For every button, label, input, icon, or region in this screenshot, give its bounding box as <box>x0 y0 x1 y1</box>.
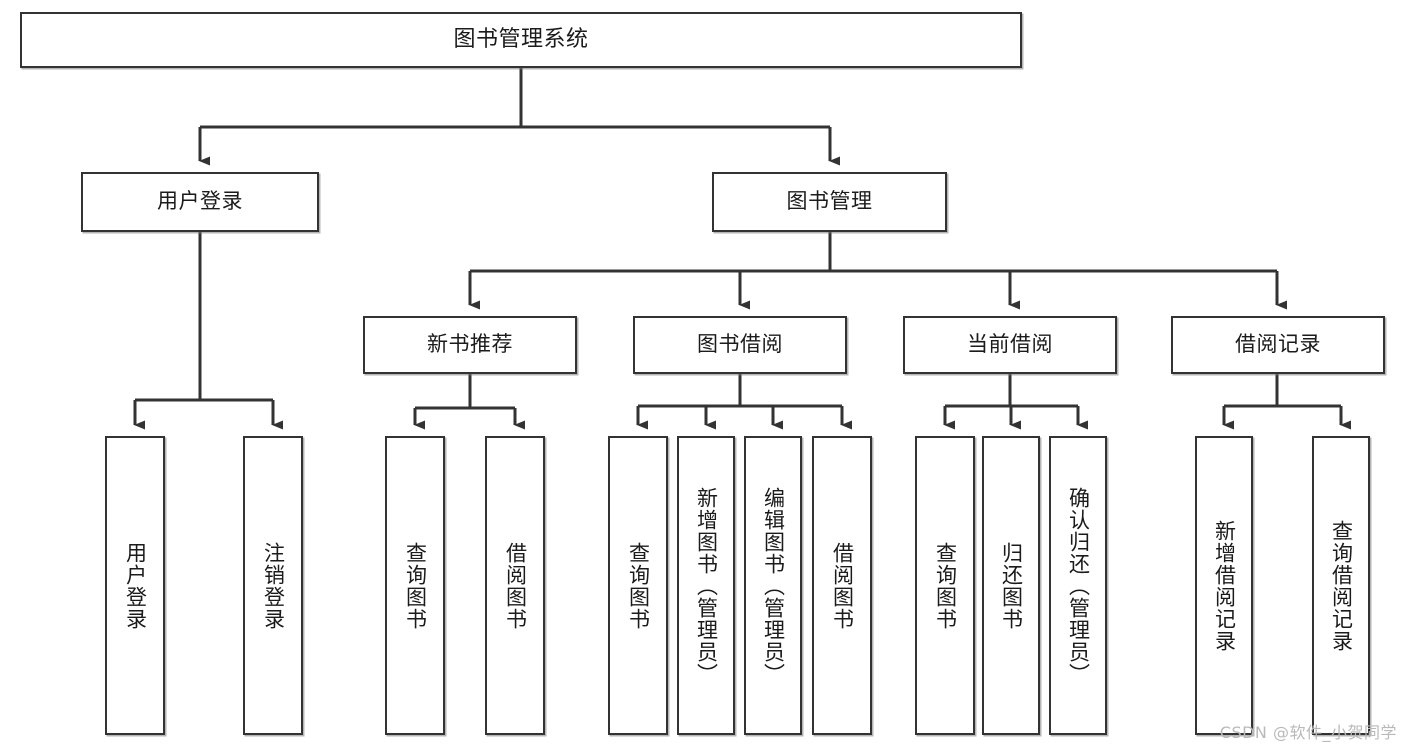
node-label: 图书借阅 <box>697 332 783 357</box>
node-label: 查询图书 <box>933 541 958 630</box>
node-label: 注销登录 <box>261 541 286 630</box>
node-label: 查询借阅记录 <box>1329 519 1354 652</box>
node-label: 查询图书 <box>403 541 428 630</box>
node-l3_3[interactable]: 借阅图书 <box>485 436 545 735</box>
node-l3_8[interactable]: 查询图书 <box>915 436 975 735</box>
watermark-text: CSDN @软件_小贺同学 <box>1219 723 1397 742</box>
node-label: 新增图书（管理员） <box>694 486 719 685</box>
node-label: 借阅图书 <box>503 541 528 630</box>
node-label: 新增借阅记录 <box>1212 519 1237 652</box>
node-l3_4[interactable]: 查询图书 <box>608 436 668 735</box>
node-label: 当前借阅 <box>967 332 1053 357</box>
node-l2_0[interactable]: 新书推荐 <box>363 316 577 374</box>
node-label: 归还图书 <box>999 541 1024 630</box>
node-l3_5[interactable]: 新增图书（管理员） <box>677 436 735 735</box>
node-l2_3[interactable]: 借阅记录 <box>1171 316 1385 374</box>
node-label: 借阅记录 <box>1235 332 1321 357</box>
node-l1_1[interactable]: 图书管理 <box>712 172 947 232</box>
node-label: 图书管理 <box>786 189 873 214</box>
node-label: 编辑图书（管理员） <box>761 486 786 685</box>
node-l3_12[interactable]: 查询借阅记录 <box>1312 436 1370 735</box>
node-l1_0[interactable]: 用户登录 <box>81 172 319 232</box>
node-l3_7[interactable]: 借阅图书 <box>812 436 872 735</box>
node-root[interactable]: 图书管理系统 <box>20 12 1022 68</box>
node-label: 查询图书 <box>626 541 651 630</box>
node-l3_2[interactable]: 查询图书 <box>385 436 445 735</box>
node-l3_10[interactable]: 确认归还（管理员） <box>1049 436 1107 735</box>
node-l3_11[interactable]: 新增借阅记录 <box>1195 436 1253 735</box>
node-l3_9[interactable]: 归还图书 <box>982 436 1040 735</box>
node-l3_1[interactable]: 注销登录 <box>243 436 303 735</box>
node-label: 图书管理系统 <box>453 26 589 52</box>
node-l2_1[interactable]: 图书借阅 <box>633 316 847 374</box>
node-label: 借阅图书 <box>830 541 855 630</box>
node-label: 用户登录 <box>157 189 243 214</box>
node-l2_2[interactable]: 当前借阅 <box>903 316 1117 374</box>
node-l3_0[interactable]: 用户登录 <box>105 436 165 735</box>
node-label: 确认归还（管理员） <box>1066 486 1091 685</box>
node-l3_6[interactable]: 编辑图书（管理员） <box>744 436 802 735</box>
node-label: 新书推荐 <box>427 332 513 357</box>
node-label: 用户登录 <box>123 541 148 630</box>
